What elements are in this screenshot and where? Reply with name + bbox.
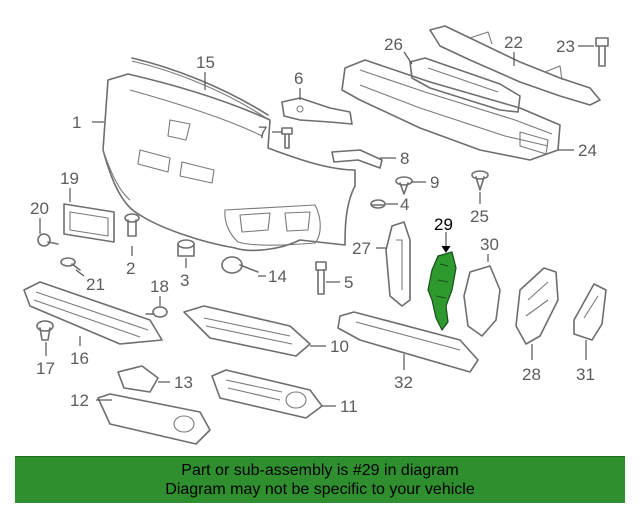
part-4-screw xyxy=(370,199,386,209)
callout-18: 18 xyxy=(150,277,169,296)
part-9-screw xyxy=(395,176,413,195)
callout-22: 22 xyxy=(504,33,523,52)
callout-8: 8 xyxy=(400,149,409,168)
callout-23: 23 xyxy=(556,37,575,56)
part-29-highlighted[interactable] xyxy=(427,251,457,331)
callout-1: 1 xyxy=(72,113,81,132)
callout-29[interactable]: 29 xyxy=(434,215,453,234)
callout-19: 19 xyxy=(60,169,79,188)
callout-30: 30 xyxy=(480,235,499,254)
part-15-molding xyxy=(131,57,269,119)
parts-diagram: 1 2 3 4 5 6 7 8 9 10 11 12 13 14 15 16 1… xyxy=(23,25,609,445)
callout-11: 11 xyxy=(340,397,358,416)
part-32-spoiler xyxy=(337,311,479,373)
callout-20: 20 xyxy=(30,199,49,218)
part-1-bumper-cover xyxy=(102,73,356,252)
callout-16: 16 xyxy=(70,349,89,368)
callout-2: 2 xyxy=(126,259,135,278)
callout-7: 7 xyxy=(258,123,267,142)
part-20-bolt xyxy=(37,233,59,247)
part-21-screw xyxy=(60,257,81,271)
part-19-plate-bracket xyxy=(63,203,115,243)
part-26-bracket xyxy=(409,57,521,113)
part-2-clip xyxy=(124,213,140,237)
part-31-bracket xyxy=(573,283,607,341)
callout-26: 26 xyxy=(384,35,403,54)
part-3-grommet xyxy=(177,239,195,257)
callout-32: 32 xyxy=(394,373,413,392)
part-12-garnish xyxy=(97,393,211,445)
callout-12: 12 xyxy=(70,391,89,410)
part-11-garnish xyxy=(211,369,323,419)
callout-17: 17 xyxy=(36,359,55,378)
callout-31: 31 xyxy=(576,365,595,384)
part-6-bracket xyxy=(281,97,353,125)
part-25-screw xyxy=(471,170,489,191)
part-7-bolt xyxy=(281,127,293,149)
callout-4: 4 xyxy=(400,195,409,214)
part-23-bolt xyxy=(595,37,609,67)
part-8-strip xyxy=(331,149,383,169)
callout-9: 9 xyxy=(430,173,439,192)
callout-27: 27 xyxy=(352,239,371,258)
part-10-fog-grille xyxy=(183,305,311,357)
banner-line-2: Diagram may not be specific to your vehi… xyxy=(165,481,475,498)
part-14-sensor xyxy=(221,256,259,274)
callout-24: 24 xyxy=(578,141,597,160)
callout-21: 21 xyxy=(86,275,105,294)
callout-labels: 1 2 3 4 5 6 7 8 9 10 11 12 13 14 15 16 1… xyxy=(30,33,597,416)
part-18-screw xyxy=(145,306,168,318)
part-27-bracket xyxy=(385,221,411,307)
callout-10: 10 xyxy=(330,337,349,356)
callout-5: 5 xyxy=(344,273,353,292)
part-22-reinforcement xyxy=(429,25,601,106)
callout-28: 28 xyxy=(522,365,541,384)
part-16-lower-grille xyxy=(23,281,163,345)
callout-6: 6 xyxy=(294,69,303,88)
part-28-bracket xyxy=(515,267,559,345)
callout-13: 13 xyxy=(174,373,193,392)
callout-3: 3 xyxy=(180,271,189,290)
callout-15: 15 xyxy=(196,53,215,72)
banner-line-1: Part or sub-assembly is #29 in diagram xyxy=(181,462,459,479)
part-13-cap xyxy=(117,365,159,393)
callout-25: 25 xyxy=(470,207,489,226)
leader-lines xyxy=(39,45,594,407)
part-24-absorber xyxy=(341,59,561,161)
info-banner: Part or sub-assembly is #29 in diagram D… xyxy=(15,456,625,503)
part-5-bolt xyxy=(315,261,327,295)
callout-14: 14 xyxy=(268,267,287,286)
part-17-clip xyxy=(36,320,54,341)
part-30-bracket xyxy=(463,265,501,337)
